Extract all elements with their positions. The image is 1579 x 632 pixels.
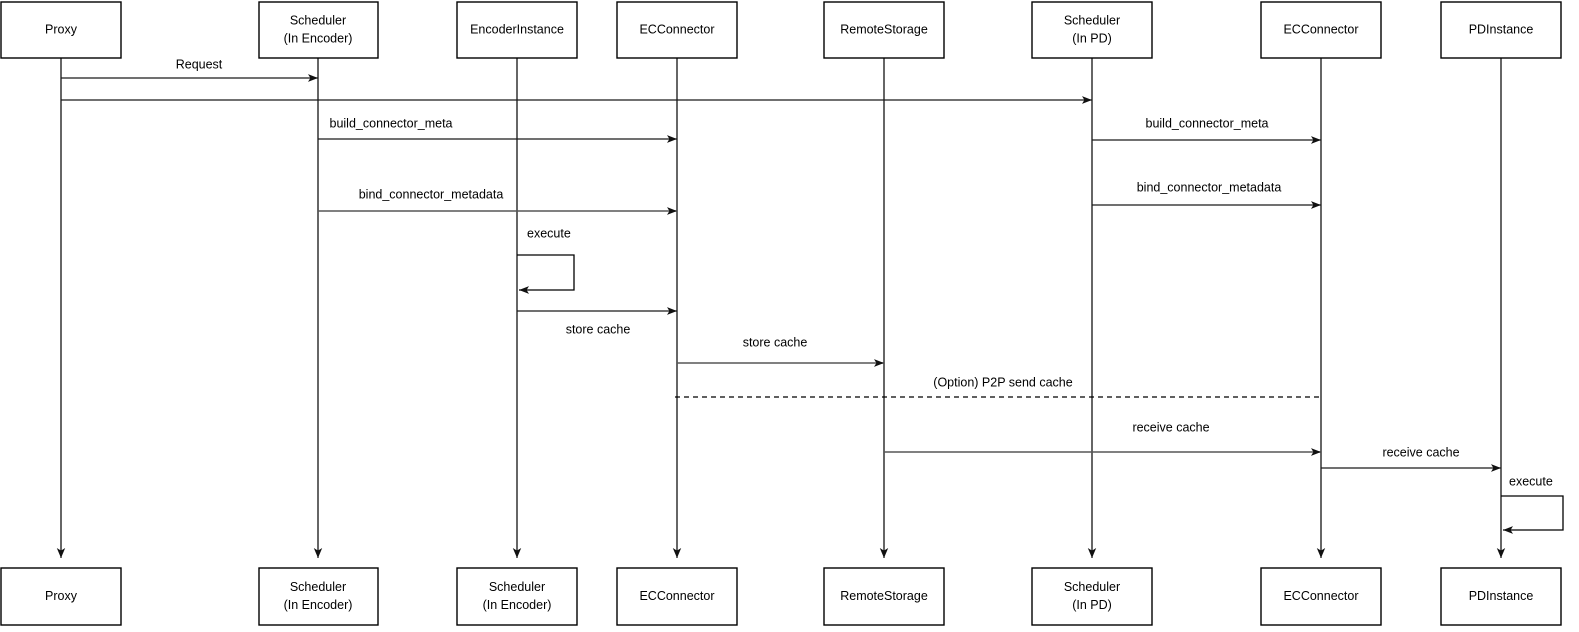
self-message-loop-s2	[1501, 495, 1564, 534]
bottom-participant-boxes-group: Proxy Scheduler (In Encoder) Scheduler (In E…	[0, 567, 1562, 626]
message-label-m3: build_connector_meta	[330, 116, 453, 130]
self-messages-group: execute execute	[517, 226, 1564, 534]
participant-top-box-encoder_inst[interactable]	[456, 1, 578, 59]
participant-bottom-box-sched_enc_b2[interactable]	[456, 567, 578, 626]
participant-bottom-box-proxy_b[interactable]	[0, 567, 122, 626]
participant-bottom-box-ecconnector_ab[interactable]	[616, 567, 738, 626]
participant-bottom-label-sched_pd_b-line1: Scheduler	[1064, 580, 1120, 594]
self-message-label-s2: execute	[1509, 474, 1553, 488]
participant-top-box-ecconnector_a[interactable]	[616, 1, 738, 59]
participant-top-box-remotestorage[interactable]	[823, 1, 945, 59]
participant-top-box-ecconnector_b[interactable]	[1260, 1, 1382, 59]
participant-bottom-box-sched_pd_b[interactable]	[1031, 567, 1153, 626]
participant-bottom-label-pdinstance_b: PDInstance	[1469, 589, 1534, 603]
messages-group: Request build_connector_meta build_connect…	[61, 57, 1501, 472]
participant-bottom-box-pdinstance_b[interactable]	[1440, 567, 1562, 626]
participant-bottom-label-sched_enc_b-line2: (In Encoder)	[284, 598, 353, 612]
message-label-m7: store cache	[566, 322, 631, 336]
message-label-m5: bind_connector_metadata	[359, 187, 504, 201]
participant-top-label-pdinstance: PDInstance	[1469, 22, 1534, 36]
participant-bottom-label-sched_enc_b-line1: Scheduler	[290, 580, 346, 594]
message-label-m6: bind_connector_metadata	[1137, 180, 1282, 194]
participant-bottom-label-ecconnector_ab: ECConnector	[639, 589, 714, 603]
participant-bottom-label-ecconnector_bb: ECConnector	[1283, 589, 1358, 603]
participant-bottom-label-sched_pd_b-line2: (In PD)	[1072, 598, 1112, 612]
participant-bottom-label-sched_enc_b2-line2: (In Encoder)	[483, 598, 552, 612]
participant-top-label-sched_pd-line2: (In PD)	[1072, 31, 1112, 45]
participant-bottom-label-sched_enc_b2-line1: Scheduler	[489, 580, 545, 594]
participant-top-box-sched_pd[interactable]	[1031, 1, 1153, 59]
lifeline-lines-group	[56, 58, 1506, 558]
self-message-label-s1: execute	[527, 226, 571, 240]
message-label-m11: receive cache	[1382, 445, 1459, 459]
participant-top-label-ecconnector_a: ECConnector	[639, 22, 714, 36]
participant-top-box-sched_enc[interactable]	[258, 1, 379, 59]
participant-top-box-proxy[interactable]	[0, 1, 122, 59]
participant-top-label-encoder_inst: EncoderInstance	[470, 22, 564, 36]
message-label-m10: receive cache	[1132, 420, 1209, 434]
top-participant-boxes-group: Proxy Scheduler (In Encoder) EncoderInstanc…	[0, 1, 1562, 59]
participant-bottom-box-sched_enc_b[interactable]	[258, 567, 379, 626]
participant-bottom-box-ecconnector_bb[interactable]	[1260, 567, 1382, 626]
message-label-m9: (Option) P2P send cache	[933, 375, 1072, 389]
participant-bottom-label-remotestorage_b: RemoteStorage	[840, 589, 928, 603]
message-label-m8: store cache	[743, 335, 808, 349]
participant-top-label-proxy: Proxy	[45, 22, 78, 36]
participant-top-label-sched_pd-line1: Scheduler	[1064, 13, 1120, 27]
participant-top-label-remotestorage: RemoteStorage	[840, 22, 928, 36]
participant-bottom-box-remotestorage_b[interactable]	[823, 567, 945, 626]
participant-top-box-pdinstance[interactable]	[1440, 1, 1562, 59]
self-message-loop-s1	[517, 254, 575, 294]
participant-bottom-label-proxy_b: Proxy	[45, 589, 78, 603]
participant-top-label-sched_enc-line2: (In Encoder)	[284, 31, 353, 45]
message-label-m1: Request	[176, 57, 223, 71]
participant-top-label-sched_enc-line1: Scheduler	[290, 13, 346, 27]
participant-top-label-ecconnector_b: ECConnector	[1283, 22, 1358, 36]
message-label-m4: build_connector_meta	[1146, 116, 1269, 130]
